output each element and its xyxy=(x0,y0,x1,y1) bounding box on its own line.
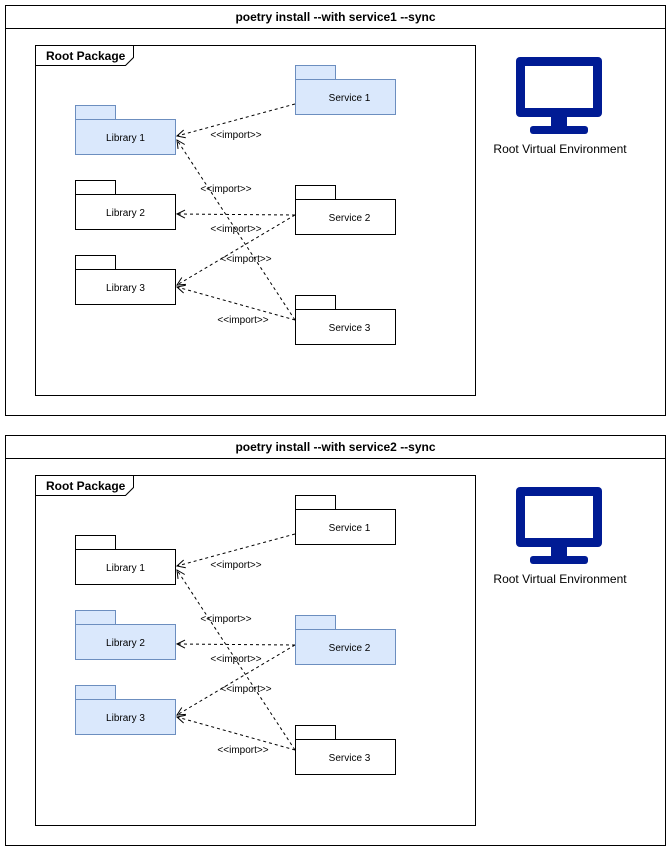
service-2-label: Service 2 xyxy=(329,213,371,224)
panel-2: poetry install --with service2 --sync Ro… xyxy=(5,435,666,846)
library-1-tab xyxy=(75,105,116,120)
service-1-package: Service 1 xyxy=(295,65,396,115)
service-2-tab xyxy=(295,615,336,630)
service-2-body xyxy=(295,199,396,235)
library-2-package: Library 2 xyxy=(75,610,176,660)
root-package-label: Root Package xyxy=(46,479,126,493)
library-3-tab xyxy=(75,685,116,700)
service-1-body xyxy=(295,79,396,115)
service-3-package: Service 3 xyxy=(295,295,396,345)
service-3-label: Service 3 xyxy=(329,753,371,764)
import-edge-service3-library3 xyxy=(177,717,296,751)
library-3-body xyxy=(75,699,176,735)
service-2-tab xyxy=(295,185,336,200)
library-2-tab xyxy=(75,180,116,195)
library-1-body xyxy=(75,549,176,585)
import-label: <<import>> xyxy=(217,315,268,326)
service-3-tab xyxy=(295,725,336,740)
import-label: <<import>> xyxy=(210,130,261,141)
import-edge-service1-library1 xyxy=(177,533,296,566)
service-3-tab xyxy=(295,295,336,310)
service-1-label: Service 1 xyxy=(329,523,371,534)
service-1-tab xyxy=(295,65,336,80)
environment-label: Root Virtual Environment xyxy=(493,142,627,156)
panel-1: poetry install --with service1 --sync Ro… xyxy=(5,5,666,416)
library-2-body xyxy=(75,624,176,660)
library-1-body xyxy=(75,119,176,155)
library-3-package: Library 3 xyxy=(75,685,176,735)
library-2-label: Library 2 xyxy=(106,208,145,219)
library-1-label: Library 1 xyxy=(106,563,145,574)
service-1-tab xyxy=(295,495,336,510)
library-1-package: Library 1 xyxy=(75,105,176,155)
service-1-package: Service 1 xyxy=(295,495,396,545)
import-edge-service2-library3 xyxy=(177,214,296,285)
service-2-label: Service 2 xyxy=(329,643,371,654)
import-edge-service2-library2 xyxy=(177,214,296,215)
library-3-package: Library 3 xyxy=(75,255,176,305)
service-3-body xyxy=(295,309,396,345)
import-label: <<import>> xyxy=(210,654,261,665)
library-1-tab xyxy=(75,535,116,550)
import-label: <<import>> xyxy=(220,254,271,265)
library-3-tab xyxy=(75,255,116,270)
import-label: <<import>> xyxy=(220,684,271,695)
import-label: <<import>> xyxy=(200,614,251,625)
service-1-label: Service 1 xyxy=(329,93,371,104)
service-3-label: Service 3 xyxy=(329,323,371,334)
service-2-package: Service 2 xyxy=(295,185,396,235)
library-3-body xyxy=(75,269,176,305)
panel-title: poetry install --with service1 --sync xyxy=(235,10,435,24)
environment-label: Root Virtual Environment xyxy=(493,572,627,586)
root-package-tab xyxy=(35,475,134,496)
library-2-label: Library 2 xyxy=(106,638,145,649)
service-2-package: Service 2 xyxy=(295,615,396,665)
import-label: <<import>> xyxy=(200,184,251,195)
service-3-package: Service 3 xyxy=(295,725,396,775)
import-label: <<import>> xyxy=(217,745,268,756)
library-2-body xyxy=(75,194,176,230)
service-2-body xyxy=(295,629,396,665)
monitor-icon xyxy=(516,57,602,134)
library-3-label: Library 3 xyxy=(106,713,145,724)
root-package-tab xyxy=(35,45,134,66)
library-1-label: Library 1 xyxy=(106,133,145,144)
import-edge-service2-library3 xyxy=(177,644,296,715)
library-2-package: Library 2 xyxy=(75,180,176,230)
import-edge-service3-library3 xyxy=(177,287,296,321)
import-label: <<import>> xyxy=(210,560,261,571)
import-edge-service1-library1 xyxy=(177,103,296,136)
import-label: <<import>> xyxy=(210,224,261,235)
library-1-package: Library 1 xyxy=(75,535,176,585)
import-edge-service2-library2 xyxy=(177,644,296,645)
service-1-body xyxy=(295,509,396,545)
library-3-label: Library 3 xyxy=(106,283,145,294)
library-2-tab xyxy=(75,610,116,625)
root-package-label: Root Package xyxy=(46,49,126,63)
monitor-icon xyxy=(516,487,602,564)
service-3-body xyxy=(295,739,396,775)
panel-title: poetry install --with service2 --sync xyxy=(235,440,435,454)
